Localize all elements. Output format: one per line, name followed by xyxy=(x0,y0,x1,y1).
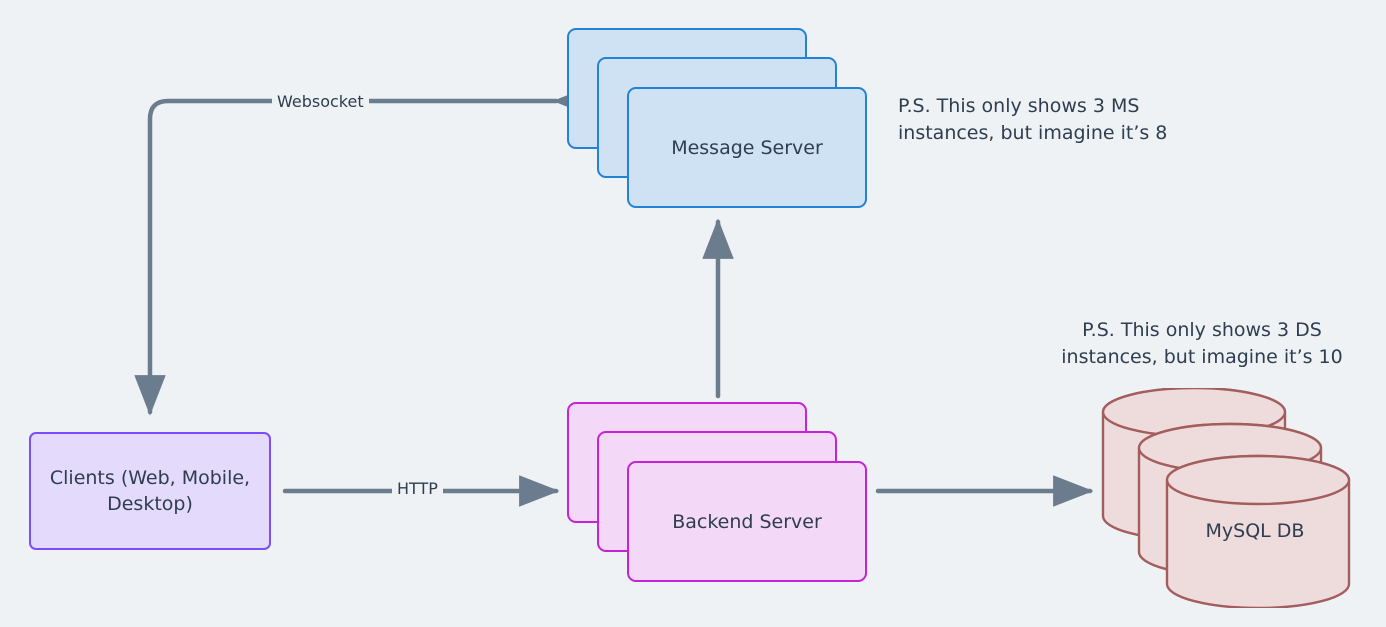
edge-websocket-line xyxy=(134,85,593,416)
edge-label-websocket: Websocket xyxy=(272,92,369,111)
message-server-instance-front[interactable]: Message Server xyxy=(627,87,867,208)
database-cylinders-icon xyxy=(1101,388,1351,608)
node-clients-label: Clients (Web, Mobile, Desktop) xyxy=(49,466,251,515)
note-database-instances: P.S. This only shows 3 DS instances, but… xyxy=(1061,319,1343,368)
edge-label-http: HTTP xyxy=(392,479,443,498)
node-database-stack[interactable] xyxy=(1095,388,1360,608)
node-message-server-stack[interactable]: Message Server xyxy=(567,28,867,208)
database-instance-front[interactable] xyxy=(1165,454,1351,608)
backend-server-instance-front[interactable]: Backend Server xyxy=(627,461,867,582)
node-clients[interactable]: Clients (Web, Mobile, Desktop) xyxy=(29,432,271,550)
node-database-label: MySQL DB xyxy=(1205,520,1305,542)
note-message-server-instances: P.S. This only shows 3 MS instances, but… xyxy=(898,95,1168,144)
node-backend-server-label: Backend Server xyxy=(672,510,822,533)
node-message-server-label: Message Server xyxy=(671,136,823,159)
node-backend-server-stack[interactable]: Backend Server xyxy=(567,402,867,582)
